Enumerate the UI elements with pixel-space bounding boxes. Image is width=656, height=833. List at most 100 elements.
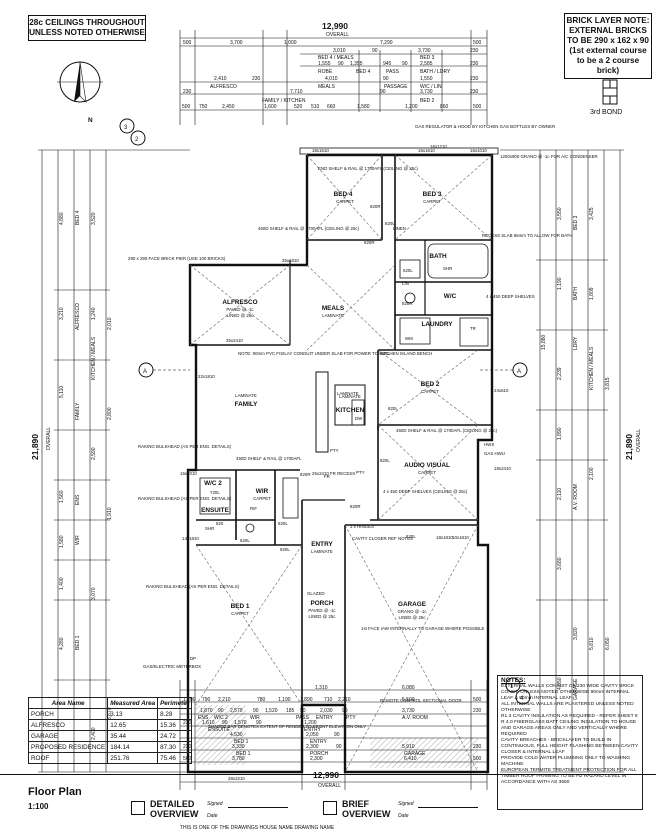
- svg-text:2,030: 2,030: [320, 708, 333, 714]
- svg-text:90: 90: [338, 61, 344, 67]
- detailed-overview-label: DETAILED OVERVIEW: [150, 799, 199, 819]
- svg-text:28x2210: 28x2210: [228, 776, 245, 781]
- svg-text:A: A: [143, 369, 147, 375]
- svg-text:820L: 820L: [406, 534, 416, 539]
- room-garage: GARAGE: [398, 601, 427, 608]
- plan-annotations: GAS REGULATOR & HOOD BY KITCHEN GAS BOTT…: [128, 124, 598, 729]
- date-label: Date: [207, 813, 218, 819]
- detailed-overview-checkbox[interactable]: [131, 801, 145, 815]
- svg-text:5,500: 5,500: [402, 697, 415, 703]
- svg-text:450D SHELF & RAIL @ 1700AFL: 450D SHELF & RAIL @ 1700AFL: [236, 456, 302, 461]
- svg-text:2,050: 2,050: [306, 732, 319, 738]
- note-item: PROVIDE COLD WATER PLUMBING ONLY TO WASH…: [501, 756, 631, 767]
- top-dimension-lines: [179, 30, 488, 125]
- note-item: ALL INTERNAL WALLS ARE PLASTERED UNLESS …: [501, 702, 634, 713]
- svg-text:CARPET: CARPET: [253, 496, 271, 501]
- svg-text:RIF: RIF: [250, 506, 257, 511]
- svg-text:MEALS: MEALS: [318, 84, 336, 90]
- svg-text:820R: 820R: [300, 472, 311, 477]
- svg-text:PTY: PTY: [356, 470, 365, 475]
- svg-text:CARPET: CARPET: [231, 611, 249, 616]
- svg-text:90: 90: [380, 89, 386, 95]
- room-bath: BATH: [429, 253, 447, 260]
- svg-text:500: 500: [473, 104, 482, 110]
- svg-text:25x1810: 25x1810: [282, 258, 299, 263]
- svg-text:3,520: 3,520: [91, 212, 97, 225]
- svg-text:25x2410: 25x2410: [312, 471, 329, 476]
- svg-text:1,400: 1,400: [59, 577, 65, 590]
- brief-overview-label: BRIEF OVERVIEW: [342, 799, 391, 819]
- svg-text:2,110: 2,110: [557, 488, 563, 500]
- svg-text:820L: 820L: [380, 351, 390, 356]
- signed-label: Signed: [398, 801, 414, 807]
- svg-text:BED 3: BED 3: [420, 55, 435, 61]
- room-kitchen: KITCHEN: [336, 407, 365, 414]
- room-wc: W/C: [444, 293, 457, 300]
- svg-text:25x2410: 25x2410: [226, 338, 243, 343]
- svg-text:GLAZED: GLAZED: [307, 591, 325, 596]
- svg-text:GARAGE: GARAGE: [573, 678, 579, 700]
- svg-text:BED 2: BED 2: [420, 98, 435, 104]
- notes-heading: NOTES:: [501, 677, 526, 684]
- svg-text:1,910: 1,910: [107, 507, 113, 520]
- svg-text:SHADED BAR DENOTES EXTENT OF R: SHADED BAR DENOTES EXTENT OF RENDER TO F…: [208, 724, 366, 729]
- svg-text:1,890: 1,890: [300, 697, 313, 703]
- svg-text:3,680: 3,680: [557, 557, 563, 570]
- svg-text:LINED @ 25c: LINED @ 25c: [227, 313, 255, 318]
- svg-text:780: 780: [257, 697, 266, 703]
- svg-text:18x1810: 18x1810: [436, 535, 453, 540]
- svg-text:90: 90: [402, 61, 408, 67]
- room-porch: PORCH: [310, 600, 333, 607]
- svg-text:3,210: 3,210: [59, 307, 65, 320]
- brief-overview-checkbox[interactable]: [323, 801, 337, 815]
- svg-text:LAMINATE: LAMINATE: [235, 393, 257, 398]
- svg-text:500: 500: [473, 40, 482, 46]
- svg-text:7,710: 7,710: [290, 89, 303, 95]
- svg-text:1,190: 1,190: [557, 277, 563, 290]
- plan-title: Floor Plan: [28, 786, 82, 798]
- svg-text:ENTRY: ENTRY: [316, 715, 334, 721]
- svg-text:1st FACE IAW INTERNALLY TO GAR: 1st FACE IAW INTERNALLY TO GARAGE WHERE …: [361, 626, 485, 631]
- signed-label: Signed: [207, 801, 223, 807]
- svg-text:LAMINATE: LAMINATE: [322, 313, 344, 318]
- svg-text:820R: 820R: [370, 204, 381, 209]
- svg-text:230: 230: [473, 744, 482, 750]
- svg-text:820: 820: [216, 521, 224, 526]
- svg-text:820R: 820R: [350, 504, 361, 509]
- svg-text:820L: 820L: [278, 521, 288, 526]
- brick-bond-symbol: [602, 79, 618, 105]
- svg-text:24x610: 24x610: [494, 388, 509, 393]
- room-bed4: BED 4: [334, 191, 353, 198]
- svg-text:16x1010: 16x1010: [180, 471, 197, 476]
- svg-text:1,520: 1,520: [265, 708, 278, 714]
- drawing-strip: THIS IS ONE OF THE DRAWINGS HOUSE NAME D…: [180, 825, 335, 831]
- svg-text:90: 90: [253, 708, 259, 714]
- svg-text:LINED @ 25c: LINED @ 25c: [399, 615, 427, 620]
- table-row: PROPOSED RESIDENCE 184.14 87.30: [27, 741, 193, 753]
- svg-text:2,590: 2,590: [91, 447, 97, 460]
- svg-text:GARAGE: GARAGE: [404, 751, 426, 757]
- svg-text:16x1010: 16x1010: [470, 148, 487, 153]
- svg-text:230: 230: [183, 89, 192, 95]
- svg-text:750: 750: [199, 104, 208, 110]
- svg-text:OVERALL: OVERALL: [318, 783, 341, 789]
- svg-text:PAVED @ -1c: PAVED @ -1c: [308, 608, 336, 613]
- svg-text:1: 1: [510, 684, 514, 690]
- svg-text:BATH: BATH: [573, 287, 579, 300]
- svg-text:ENTRY: ENTRY: [304, 727, 322, 733]
- render-hatch: [196, 705, 246, 765]
- svg-text:820L: 820L: [385, 221, 395, 226]
- svg-text:PORCH: PORCH: [310, 751, 328, 757]
- svg-text:SHR: SHR: [205, 526, 214, 531]
- svg-text:DW: DW: [355, 416, 363, 421]
- svg-text:3,730: 3,730: [402, 708, 415, 714]
- room-bed1: BED 1: [231, 603, 250, 610]
- svg-text:LAMINATE: LAMINATE: [339, 394, 361, 399]
- svg-text:WIR: WIR: [75, 535, 81, 545]
- svg-text:3,070: 3,070: [91, 587, 97, 600]
- svg-text:A.V. ROOM: A.V. ROOM: [573, 484, 579, 510]
- svg-text:450D SHELF & RAIL @ 1700AFL (C: 450D SHELF & RAIL @ 1700AFL (CEILING @ 2…: [396, 428, 498, 433]
- svg-text:RAKING BULKHEAD (AS PER ENG. D: RAKING BULKHEAD (AS PER ENG. DETAILS): [138, 496, 232, 501]
- svg-text:GRANO @ -1c: GRANO @ -1c: [397, 609, 427, 614]
- svg-text:FR RECESS: FR RECESS: [330, 471, 355, 476]
